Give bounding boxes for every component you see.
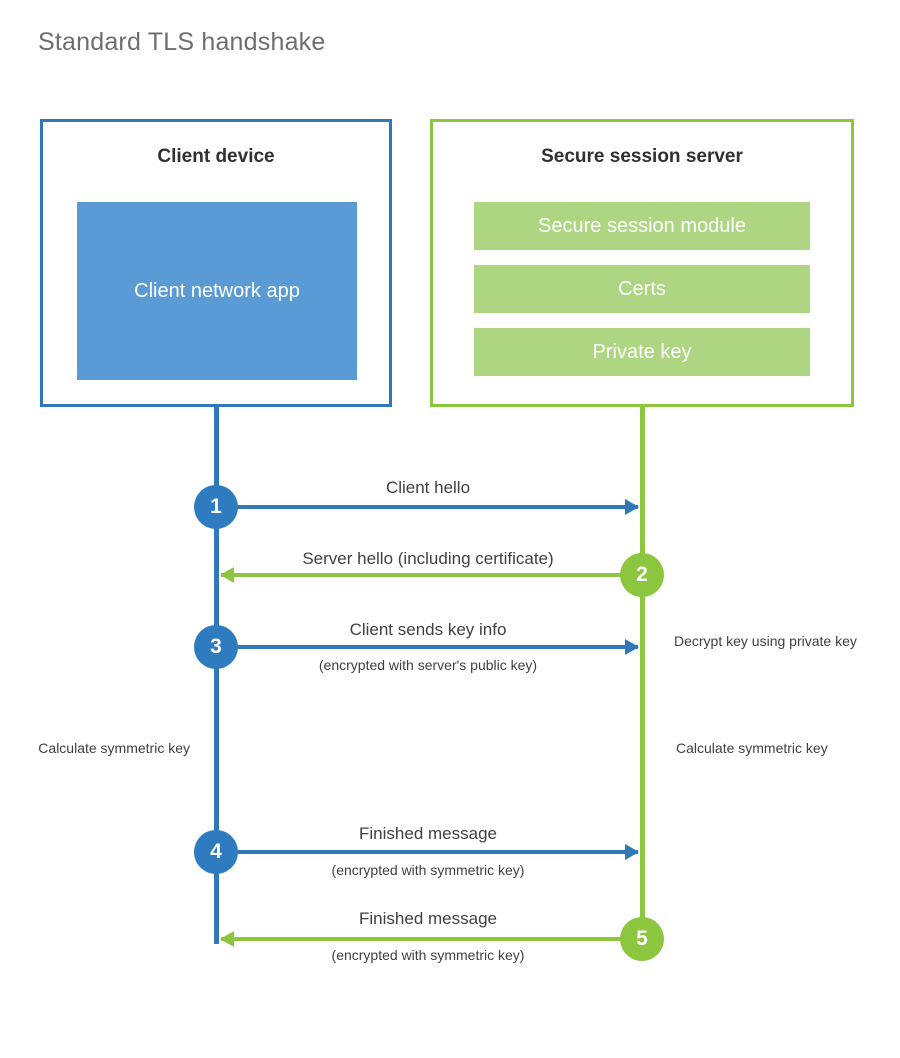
step-5-circle: 5	[620, 917, 664, 961]
page-title: Standard TLS handshake	[38, 28, 326, 56]
step-number: 2	[636, 563, 648, 586]
step-5-sublabel: (encrypted with symmetric key)	[331, 947, 525, 963]
secure-session-server-title: Secure session server	[541, 146, 743, 167]
step-1-circle: 1	[194, 485, 238, 529]
arrow-head	[625, 639, 639, 655]
arrow-head	[220, 567, 234, 583]
step-3-circle: 3	[194, 625, 238, 669]
arrow-shaft	[221, 505, 638, 509]
server-block-label: Secure session module	[538, 214, 746, 237]
step-1-label: Client hello	[385, 478, 471, 497]
step-3-arrow	[221, 639, 639, 655]
step-2-circle: 2	[620, 553, 664, 597]
step-4-label: Finished message	[359, 824, 497, 843]
server-block-secure-session-module: Secure session module	[474, 202, 810, 250]
step-1-arrow	[221, 499, 639, 515]
step-3-label: Client sends key info	[349, 620, 507, 639]
step-3-sublabel: (encrypted with server's public key)	[318, 657, 538, 673]
arrow-head	[220, 931, 234, 947]
step-5-arrow	[220, 931, 638, 947]
client-device-title: Client device	[157, 146, 275, 167]
client-device-box: Client device Client network app	[40, 119, 392, 407]
decrypt-key-note: Decrypt key using private key	[674, 633, 857, 649]
server-block-certs: Certs	[474, 265, 810, 313]
server-block-label: Certs	[618, 277, 666, 300]
secure-session-server-box: Secure session server Secure session mod…	[430, 119, 854, 407]
step-5-label: Finished message	[359, 909, 497, 928]
step-number: 3	[210, 635, 222, 658]
step-4-circle: 4	[194, 830, 238, 874]
client-calculate-symmetric-key-note: Calculate symmetric key	[38, 740, 190, 756]
step-number: 1	[210, 495, 222, 518]
arrow-shaft	[221, 573, 638, 577]
server-block-private-key: Private key	[474, 328, 810, 376]
arrow-head	[625, 499, 639, 515]
client-lifeline	[214, 405, 219, 944]
step-2-label: Server hello (including certificate)	[302, 549, 554, 568]
server-calculate-symmetric-key-note: Calculate symmetric key	[676, 740, 828, 756]
step-2-arrow	[220, 567, 638, 583]
server-lifeline	[640, 405, 645, 942]
client-network-app-label: Client network app	[134, 279, 300, 302]
arrow-shaft	[221, 850, 638, 854]
arrow-head	[625, 844, 639, 860]
step-4-arrow	[221, 844, 639, 860]
arrow-shaft	[221, 937, 638, 941]
step-4-sublabel: (encrypted with symmetric key)	[331, 862, 525, 878]
step-number: 5	[636, 927, 648, 950]
step-number: 4	[210, 840, 222, 863]
arrow-shaft	[221, 645, 638, 649]
server-block-label: Private key	[592, 340, 692, 363]
client-network-app-block: Client network app	[77, 202, 357, 380]
